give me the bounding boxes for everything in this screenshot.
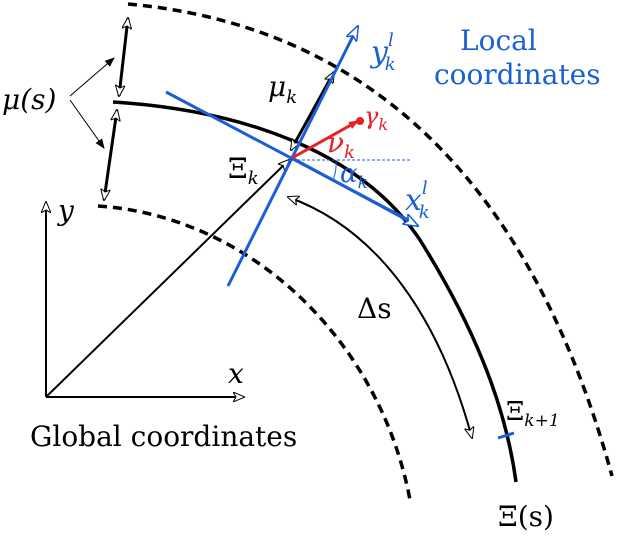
mu-s-upper-arrow <box>119 18 128 96</box>
gamma-k-point <box>356 117 364 125</box>
mu-s-lower-arrow <box>104 110 117 200</box>
mu-s-label: μ(s) <box>2 83 56 116</box>
nu-k-vector <box>291 119 359 160</box>
local-coordinates-title-1: Local <box>460 24 537 57</box>
delta-s-label: Δs <box>357 292 392 325</box>
xi-k-label: Ξk <box>228 152 259 189</box>
mu-s-pointer-lower <box>69 99 105 149</box>
nu-k-label: νk <box>327 126 355 163</box>
position-vector <box>45 160 289 398</box>
delta-s-arrow <box>288 197 472 438</box>
xi-s-label: Ξ(s) <box>498 500 554 533</box>
xi-k1-tick <box>497 431 515 440</box>
local-x-axis <box>291 156 418 226</box>
xi-k1-label: Ξk+1 <box>506 397 560 431</box>
mu-k-label: μk <box>268 70 297 108</box>
outer-boundary <box>127 2 614 477</box>
global-coordinates-title: Global coordinates <box>30 420 297 453</box>
global-y-label: y <box>56 194 75 227</box>
alpha-k-label: αk <box>340 159 368 193</box>
mu-s-pointer-upper <box>69 57 115 97</box>
global-x-label: x <box>228 357 244 390</box>
local-coordinates-title-2: coordinates <box>434 58 601 91</box>
alpha-arc <box>332 159 337 181</box>
gamma-k-label: γk <box>364 102 388 134</box>
inner-boundary <box>97 204 412 501</box>
